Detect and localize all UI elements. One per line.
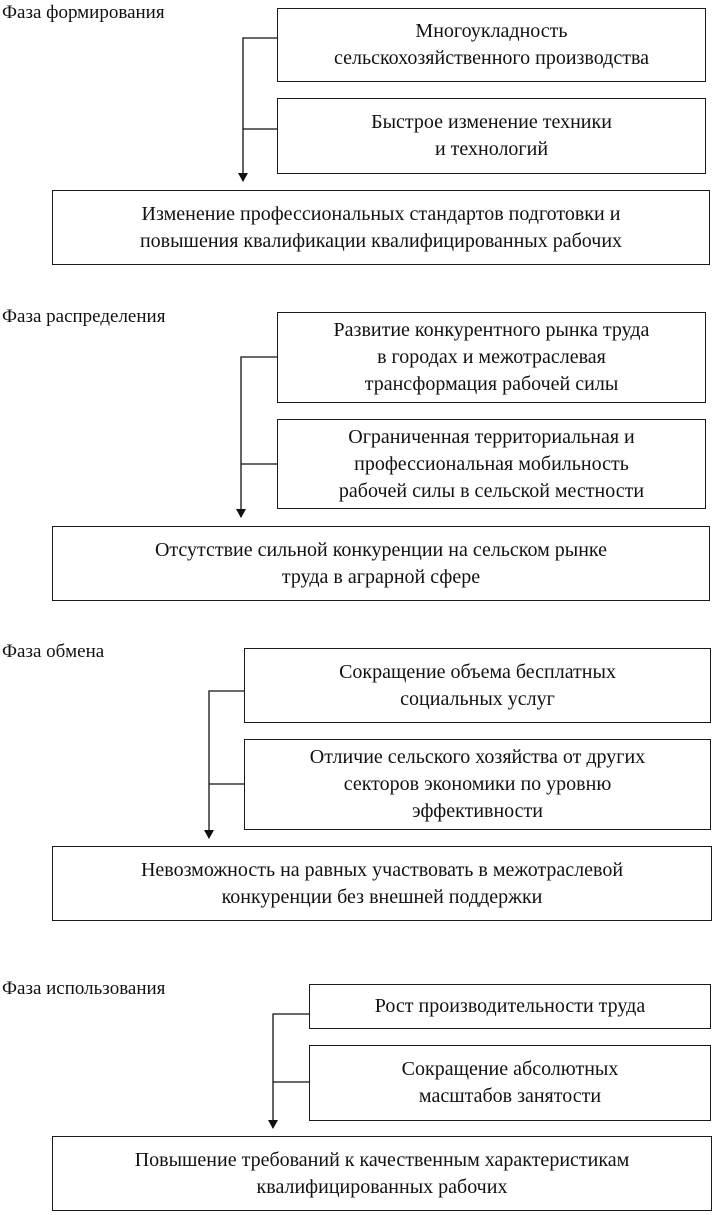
factor-line: Многоукладность (415, 20, 568, 42)
connector-phase-1 (238, 37, 277, 182)
factor-line: Развитие конкурентного рынка труда (333, 319, 650, 341)
factor-box-competitive-market: Развитие конкурентного рынка труда в горо… (277, 312, 706, 403)
result-line: Изменение профессиональных стандартов по… (141, 202, 621, 225)
factor-box-tech-change: Быстрое изменение техники и технологий (277, 98, 706, 174)
connector-phase-3 (204, 690, 244, 839)
result-box-weak-competition: Отсутствие сильной конкуренции на сельск… (52, 526, 710, 601)
factor-line: Ограниченная территориальная и (348, 425, 635, 448)
factor-box-efficiency-gap: Отличие сельского хозяйства от других сек… (244, 739, 711, 830)
phase-title-distribution: Фаза распределения (2, 306, 166, 327)
factor-line: Быстрое изменение техники (371, 111, 612, 133)
result-line: конкуренции без внешней поддержки (221, 885, 543, 908)
factor-line: профессиональная мобильность (354, 452, 629, 475)
factor-line: секторов экономики по уровню (343, 773, 612, 795)
factor-line: эффективности (411, 800, 543, 822)
factor-line: рабочей силы в сельской местности (338, 479, 645, 502)
connector-phase-2 (236, 356, 277, 518)
factor-line: Отличие сельского хозяйства от других (309, 746, 646, 768)
factor-line: и технологий (434, 138, 549, 160)
result-line: повышения квалификации квалифицированных… (139, 229, 623, 252)
phase-title-formation: Фаза формирования (2, 2, 165, 23)
factor-box-productivity-growth: Рост производительности труда (309, 984, 711, 1029)
result-box-no-equal-participation: Невозможность на равных участвовать в ме… (52, 846, 712, 921)
factor-box-limited-mobility: Ограниченная территориальная и профессион… (277, 419, 706, 509)
factor-line: Рост производительности труда (374, 995, 646, 1017)
result-line: труда в аграрной сфере (281, 565, 481, 588)
factor-box-social-services: Сокращение объема бесплатных социальных у… (244, 648, 711, 723)
factor-line: в городах и межотраслевая (377, 346, 606, 368)
factor-line: социальных услуг (400, 687, 555, 710)
factor-box-employment-reduction: Сокращение абсолютных масштабов занятости (309, 1045, 711, 1121)
result-line: Повышение требований к качественным хара… (134, 1148, 630, 1171)
factor-line: масштабов занятости (418, 1085, 602, 1107)
factor-line: Сокращение абсолютных (401, 1058, 619, 1080)
result-box-standards: Изменение профессиональных стандартов по… (52, 190, 710, 265)
phase-title-exchange: Фаза обмена (2, 641, 105, 662)
factor-line: сельскохозяйственного производства (333, 47, 650, 69)
result-line: Невозможность на равных участвовать в ме… (140, 858, 624, 881)
result-box-higher-requirements: Повышение требований к качественным хара… (52, 1136, 712, 1211)
result-line: Отсутствие сильной конкуренции на сельск… (154, 538, 608, 561)
factor-box-multistructure: Многоукладность сельскохозяйственного про… (277, 8, 706, 82)
factor-line: Сокращение объема бесплатных (339, 660, 616, 683)
factor-line: трансформация рабочей силы (364, 373, 619, 395)
phase-title-usage: Фаза использования (2, 978, 166, 999)
result-line: квалифицированных рабочих (256, 1175, 508, 1198)
connector-phase-4 (268, 1013, 309, 1129)
